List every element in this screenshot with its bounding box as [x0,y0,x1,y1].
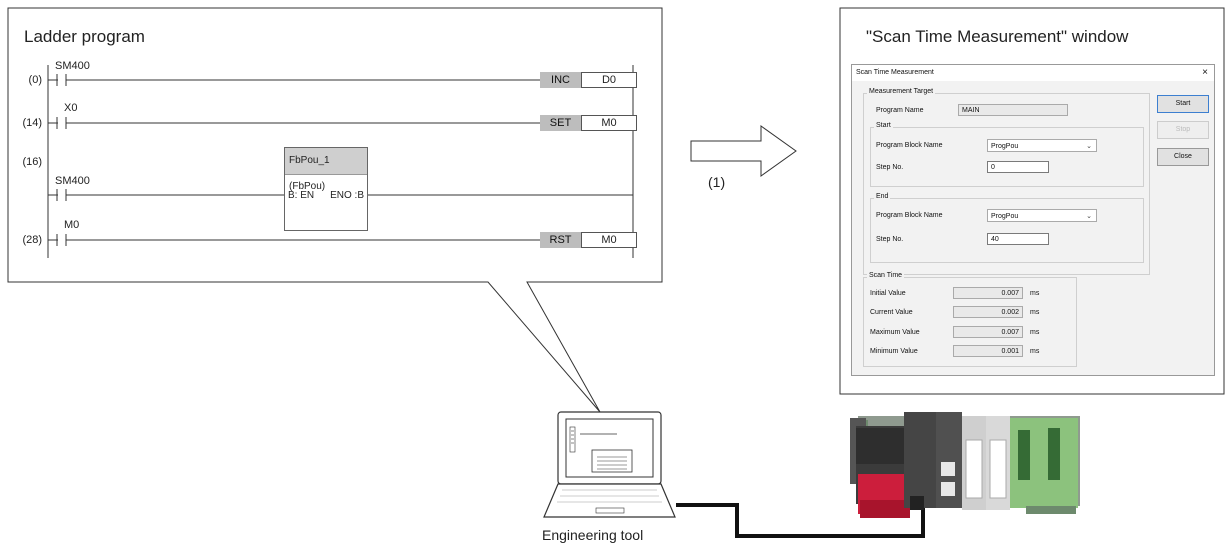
ladder-panel-title: Ladder program [24,27,145,46]
end-step-field[interactable]: 40 [987,233,1049,245]
plc-unit-icon [850,412,1080,518]
rung-number: (28) [22,234,42,246]
instruction-set: SET M0 [540,115,637,131]
scan-panel-title: "Scan Time Measurement" window [866,27,1129,46]
end-step-label: Step No. [876,236,904,243]
rung-number: (16) [22,156,42,168]
measurement-target-group [863,93,1150,275]
instruction-op: RST [540,232,581,248]
unit-label: ms [1030,348,1040,355]
instruction-operand: M0 [581,232,637,248]
rung-number: (14) [22,117,42,129]
window-title: Scan Time Measurement [856,69,934,76]
end-pb-name-label: Program Block Name [876,212,943,219]
rung-0-contact-gap [58,74,66,86]
maximum-value-label: Maximum Value [870,329,920,336]
maximum-value-field: 0.007 [953,326,1023,338]
contact-label: M0 [64,219,80,231]
current-value-label: Current Value [870,309,913,316]
unit-label: ms [1030,290,1040,297]
close-button[interactable]: Close [1157,148,1209,166]
stop-button[interactable]: Stop [1157,121,1209,139]
initial-value-label: Initial Value [870,290,906,297]
program-name-label: Program Name [876,107,924,114]
instruction-operand: D0 [581,72,637,88]
minimum-value-field: 0.001 [953,345,1023,357]
minimum-value-label: Minimum Value [870,348,918,355]
end-pb-combo[interactable]: ProgPou ⌄ [987,209,1097,222]
unit-label: ms [1030,309,1040,316]
start-button[interactable]: Start [1157,95,1209,113]
scan-time-window: Scan Time Measurement × Measurement Targ… [851,64,1215,376]
measurement-target-label: Measurement Target [867,88,936,95]
initial-value-field: 0.007 [953,287,1023,299]
instruction-operand: M0 [581,115,637,131]
function-block-output: ENO :B [330,190,364,201]
start-step-label: Step No. [876,164,904,171]
start-pb-name-label: Program Block Name [876,142,943,149]
connection-cable [676,503,925,538]
end-group [870,198,1144,263]
function-block-input: B: EN [288,190,315,201]
rung-number: (0) [28,74,42,86]
unit-label: ms [1030,329,1040,336]
start-step-field[interactable]: 0 [987,161,1049,173]
contact-label: SM400 [55,175,90,187]
instruction-op: SET [540,115,581,131]
laptop-icon [543,411,676,518]
start-pb-value: ProgPou [991,143,1019,150]
start-group-label: Start [874,122,893,129]
instruction-rst: RST M0 [540,232,637,248]
current-value-field: 0.002 [953,306,1023,318]
function-block-title: FbPou_1 (FbPou) [285,148,367,192]
contact-label: SM400 [55,60,90,72]
engineering-tool-label: Engineering tool [542,527,644,543]
end-pb-value: ProgPou [991,213,1019,220]
step-arrow [690,125,797,177]
step-label: (1) [708,174,726,190]
program-name-field[interactable]: MAIN [958,104,1068,116]
instruction-inc: INC D0 [540,72,637,88]
contact-label: X0 [64,102,78,114]
function-block: FbPou_1 (FbPou) B: EN ENO :B [284,147,368,231]
start-pb-combo[interactable]: ProgPou ⌄ [987,139,1097,152]
window-titlebar: Scan Time Measurement × [852,65,1214,81]
scan-time-group [863,277,1077,367]
start-group [870,127,1144,187]
chevron-down-icon: ⌄ [1086,143,1092,150]
instruction-op: INC [540,72,581,88]
scan-time-group-label: Scan Time [867,272,905,279]
chevron-down-icon: ⌄ [1086,213,1092,220]
close-icon[interactable]: × [1202,67,1208,78]
end-group-label: End [874,193,891,200]
